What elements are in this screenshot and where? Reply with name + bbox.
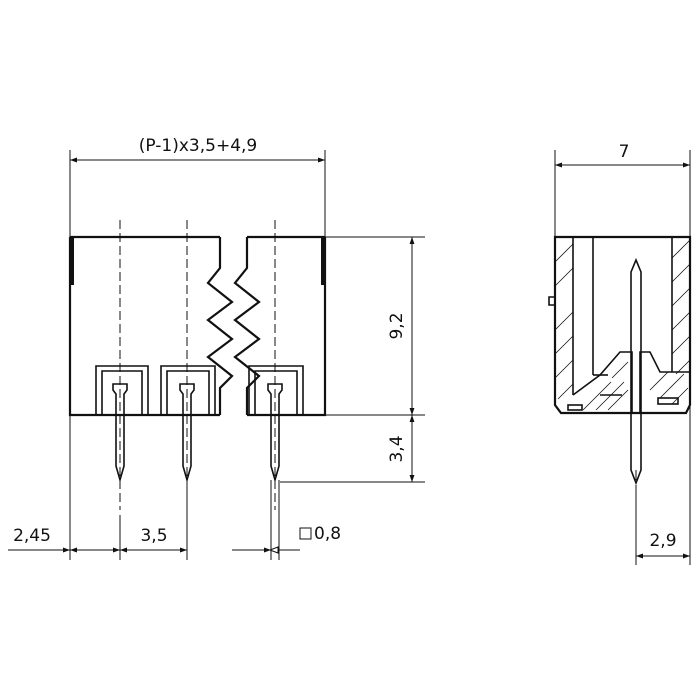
pin-3 (267, 383, 283, 483)
right-wall-hatch (671, 239, 691, 375)
left-wall-hatch (554, 243, 574, 400)
square-symbol-icon (299, 527, 312, 540)
body-height-label: 9,2 (387, 312, 407, 339)
pin-length-label: 3,4 (387, 435, 407, 462)
overall-width-label: (P-1)x3,5+4,9 (139, 136, 257, 156)
pin-square-label: 0,8 (314, 524, 341, 544)
edge-offset-label: 2,45 (13, 526, 51, 546)
front-view: (P-1)x3,5+4,9 9,2 3,4 2,45 3,5 0,8 (8, 136, 425, 560)
pin-1 (112, 383, 128, 483)
side-pin-offset-label: 2,9 (649, 531, 676, 551)
side-pin (630, 257, 642, 486)
base-hatch (582, 361, 689, 411)
side-view: 7 2,9 (548, 142, 692, 565)
pin-2 (179, 383, 195, 483)
pitch-label: 3,5 (140, 526, 167, 546)
side-depth-label: 7 (619, 142, 630, 162)
